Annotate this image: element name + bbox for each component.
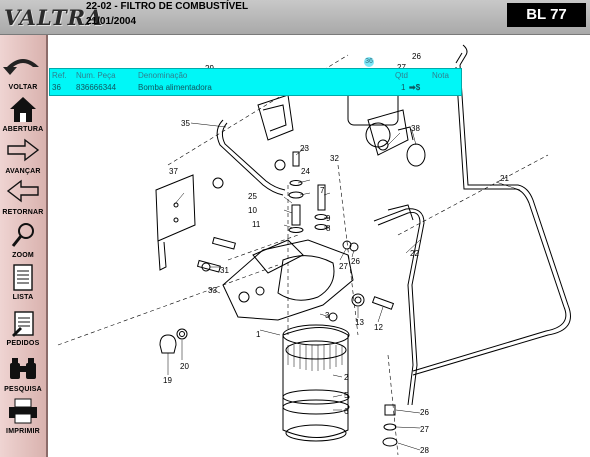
svg-text:5: 5 xyxy=(344,391,349,400)
col-num-header: Num. Peça xyxy=(76,71,116,80)
nav-zoom[interactable]: ZOOM xyxy=(0,219,46,259)
nav-pedidos[interactable]: PEDIDOS xyxy=(0,307,46,347)
svg-text:33: 33 xyxy=(208,286,217,295)
voltar-arrow-icon xyxy=(3,59,39,75)
page-title: 22-02 - FILTRO DE COMBUSTÍVEL xyxy=(86,1,249,12)
nav-lista[interactable]: LISTA xyxy=(0,261,46,301)
svg-text:25: 25 xyxy=(248,192,257,201)
sidebar: VOLTAR ABERTURA AVANÇAR RETORNAR ZOOM xyxy=(0,35,48,457)
printer-icon xyxy=(9,398,37,424)
svg-text:37: 37 xyxy=(169,167,178,176)
svg-text:20: 20 xyxy=(180,362,189,371)
home-icon xyxy=(10,97,36,122)
arrow-left-icon xyxy=(6,179,39,203)
nav-pedidos-label: PEDIDOS xyxy=(6,340,40,347)
svg-text:23: 23 xyxy=(300,144,309,153)
col-ref-header: Ref. xyxy=(52,71,67,80)
svg-text:10: 10 xyxy=(248,206,257,215)
svg-text:22: 22 xyxy=(410,249,419,258)
svg-text:13: 13 xyxy=(355,318,364,327)
binoculars-icon xyxy=(10,358,36,379)
svg-text:21: 21 xyxy=(500,174,509,183)
svg-text:26: 26 xyxy=(412,52,421,61)
svg-text:32: 32 xyxy=(330,154,339,163)
row-description: Bomba alimentadora xyxy=(138,83,212,92)
row-ref: 36 xyxy=(52,83,61,92)
svg-text:31: 31 xyxy=(220,266,229,275)
add-to-order-icon[interactable]: ➡$ xyxy=(409,83,421,92)
row-part-number: 836666344 xyxy=(76,83,117,92)
nav-imprimir[interactable]: IMPRIMIR xyxy=(0,395,46,435)
parts-diagram[interactable]: 29 27 26 35 23 24 7 32 38 25 10 9 8 11 3… xyxy=(48,35,590,457)
nav-imprimir-label: IMPRIMIR xyxy=(6,428,40,435)
page-date: 21/01/2004 xyxy=(86,16,137,27)
nav-retornar-label: RETORNAR xyxy=(2,209,44,216)
list-icon xyxy=(13,264,33,291)
nav-avancar-label: AVANÇAR xyxy=(5,168,41,175)
nav-abertura-label: ABERTURA xyxy=(2,126,44,133)
svg-text:38: 38 xyxy=(411,124,420,133)
svg-text:27: 27 xyxy=(397,63,406,72)
svg-text:27: 27 xyxy=(420,425,429,434)
nav-avancar[interactable]: AVANÇAR xyxy=(0,135,46,175)
order-pad-icon xyxy=(12,311,34,337)
svg-text:1: 1 xyxy=(256,330,261,339)
svg-text:11: 11 xyxy=(252,220,261,229)
svg-text:26: 26 xyxy=(351,257,360,266)
magnifier-icon xyxy=(11,223,34,247)
row-quantity: 1 xyxy=(401,83,406,92)
svg-text:2: 2 xyxy=(344,373,349,382)
nav-lista-label: LISTA xyxy=(12,294,34,301)
col-desc-header: Denominação xyxy=(138,71,188,80)
nav-pesquisa[interactable]: PESQUISA xyxy=(0,353,46,393)
svg-text:7: 7 xyxy=(320,186,325,195)
svg-text:24: 24 xyxy=(301,167,310,176)
nav-retornar[interactable]: RETORNAR xyxy=(0,176,46,216)
svg-text:28: 28 xyxy=(420,446,429,455)
svg-text:26: 26 xyxy=(420,408,429,417)
col-nota-header: Nota xyxy=(432,71,449,80)
parts-table: Ref. Num. Peça Denominação Qtd Nota 36 8… xyxy=(49,68,462,96)
svg-text:12: 12 xyxy=(374,323,383,332)
bulletin-badge: BL 77 xyxy=(507,3,586,27)
nav-zoom-label: ZOOM xyxy=(12,252,34,259)
nav-abertura[interactable]: ABERTURA xyxy=(0,93,46,133)
exploded-view-drawing: 29 27 26 35 23 24 7 32 38 25 10 9 8 11 3… xyxy=(57,44,571,456)
svg-text:35: 35 xyxy=(181,119,190,128)
svg-text:8: 8 xyxy=(326,224,331,233)
selected-ref-marker[interactable]: 36 xyxy=(364,57,374,67)
arrow-right-icon xyxy=(7,138,40,162)
nav-voltar[interactable]: VOLTAR xyxy=(0,51,46,91)
svg-text:27: 27 xyxy=(339,262,348,271)
svg-text:19: 19 xyxy=(163,376,172,385)
header-bar: VALTRA 22-02 - FILTRO DE COMBUSTÍVEL 21/… xyxy=(0,0,590,35)
nav-pesquisa-label: PESQUISA xyxy=(4,386,42,393)
svg-text:9: 9 xyxy=(326,214,331,223)
svg-text:3: 3 xyxy=(325,311,330,320)
brand-logo: VALTRA xyxy=(4,5,104,30)
col-qtd-header: Qtd xyxy=(395,71,408,80)
nav-voltar-label: VOLTAR xyxy=(8,84,38,91)
svg-text:6: 6 xyxy=(344,407,349,416)
